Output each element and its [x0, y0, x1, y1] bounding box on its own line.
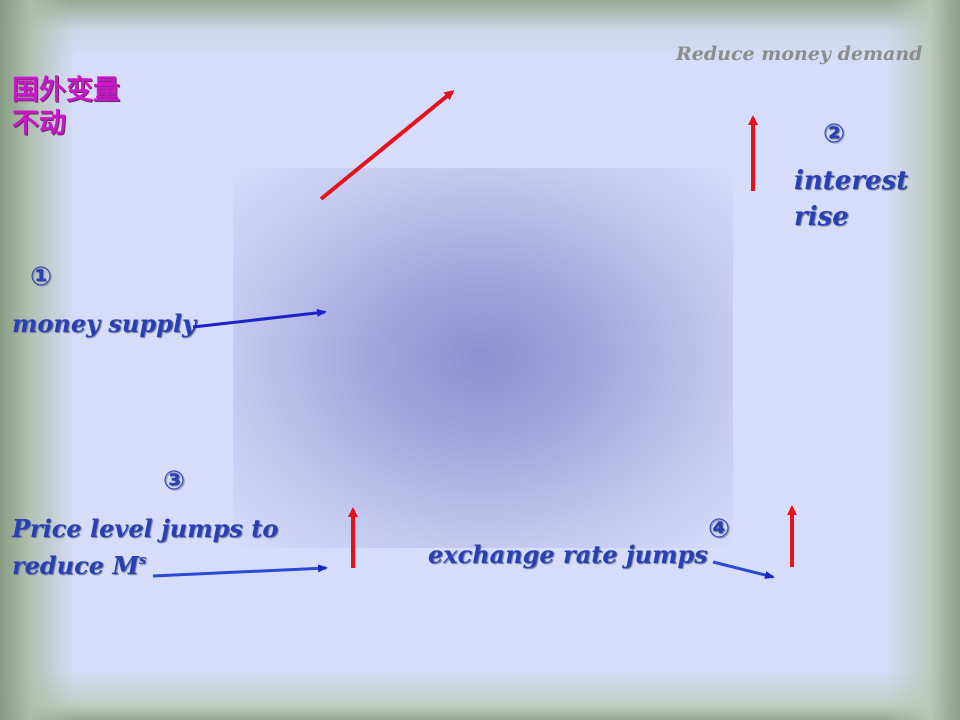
red-diagonal-arrow	[319, 90, 455, 201]
step1-money-supply-label: money supply	[12, 309, 197, 338]
center-gradient-shape	[233, 168, 733, 548]
step1-number: ①	[30, 262, 53, 292]
step2-line1: interest	[794, 166, 909, 196]
step3-line1: Price level jumps to	[12, 514, 279, 543]
foreign-variables-fixed-label: 国外变量 不动	[12, 74, 152, 140]
step3-line2-text: reduce M	[12, 551, 139, 580]
step3-line2: reduce Ms	[12, 545, 312, 582]
step2-interest-rise-label: interest rise	[794, 163, 914, 235]
foreign-variables-line1: 国外变量	[12, 75, 120, 106]
step3-superscript: s	[138, 553, 147, 568]
blue-arrow-price-level	[152, 564, 328, 578]
foreign-variables-line2: 不动	[12, 108, 66, 139]
step4-number: ④	[708, 514, 731, 544]
step3-number: ③	[163, 466, 186, 496]
reduce-money-demand-label: Reduce money demand	[676, 43, 923, 65]
blue-arrow-money-supply	[192, 308, 327, 329]
step2-number: ②	[823, 119, 846, 149]
blue-arrow-exchange-rate	[712, 560, 775, 579]
step4-exchange-rate-label: exchange rate jumps	[428, 540, 708, 569]
step3-price-level-label: Price level jumps to reduce Ms	[12, 513, 312, 582]
step2-line2: rise	[794, 202, 849, 232]
